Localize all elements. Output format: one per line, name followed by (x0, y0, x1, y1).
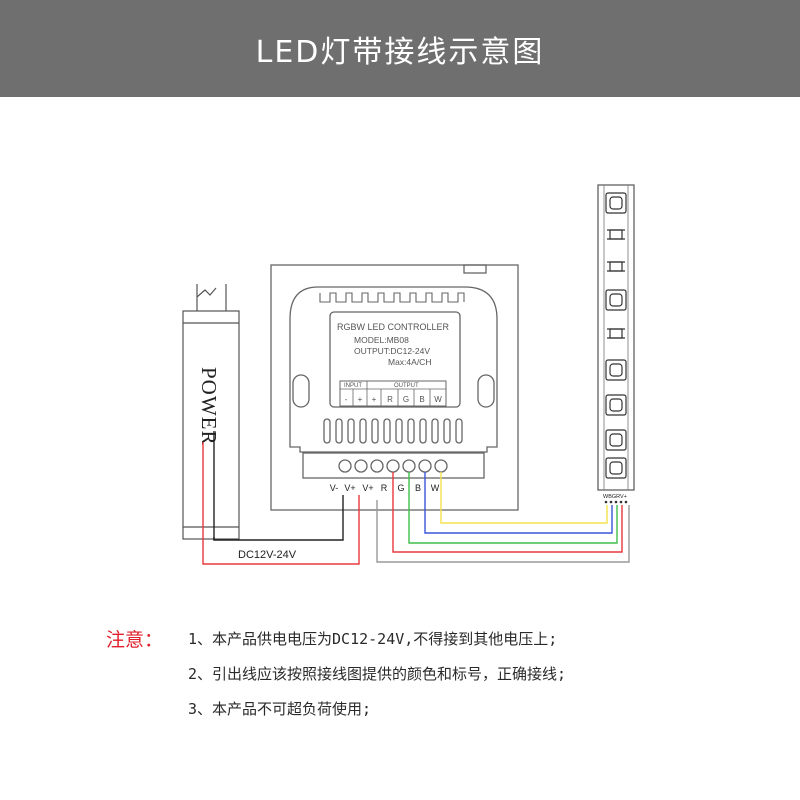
terminal-label: V+ (362, 483, 373, 493)
wires (202, 431, 630, 565)
header-bar: LED灯带接线示意图 (0, 0, 800, 97)
power-label: POWER (197, 367, 221, 446)
wire-yellow (440, 472, 608, 524)
strip-pads (604, 500, 628, 504)
port-label: G (403, 395, 409, 404)
terminal-label: V+ (344, 483, 355, 493)
port-label: + (372, 395, 377, 404)
terminal-label: V- (330, 483, 339, 493)
wire-red (392, 472, 623, 553)
port-label: B (419, 395, 424, 404)
wire-v-plus-path (202, 442, 360, 565)
note-item: 3、本产品不可超负荷使用; (188, 700, 372, 718)
controller-model: MODEL:MB08 (354, 335, 409, 345)
note-item: 2、引出线应该按照接线图提供的颜色和标号，正确接线; (188, 665, 567, 683)
notes-section: 注意： 1、本产品供电电压为DC12-24V,不得接到其他电压上; 2、引出线应… (0, 616, 800, 800)
port-label: W (434, 395, 442, 404)
output-label: OUTPUT (394, 383, 419, 389)
wiring-diagram: POWER (0, 97, 800, 617)
controller-max: Max:4A/CH (388, 357, 431, 367)
page-title: LED灯带接线示意图 (255, 34, 545, 70)
terminal-label: W (431, 483, 440, 493)
wire-voltage-label: DC12V-24V (238, 549, 297, 561)
terminal-label: G (397, 483, 404, 493)
controller-title: RGBW LED CONTROLLER (337, 322, 450, 332)
power-adapter (182, 284, 240, 540)
wire-blue (424, 472, 613, 534)
wiring-diagram-svg: POWER (182, 184, 635, 565)
port-label: - (345, 395, 348, 404)
wire-green (408, 472, 618, 544)
strip-terminal-label: WBGRV+ (603, 494, 627, 500)
notes-label: 注意： (106, 629, 164, 651)
terminal-label: R (381, 483, 388, 493)
wire-gray (376, 500, 630, 563)
controller-panel (270, 264, 519, 511)
controller-output: OUTPUT:DC12-24V (354, 346, 430, 356)
terminal-label: B (415, 483, 421, 493)
port-labels: - + + R G B W (345, 395, 443, 404)
port-label: + (358, 395, 363, 404)
port-label: R (387, 395, 393, 404)
input-label: INPUT (344, 383, 362, 389)
wire-v-minus-path (213, 431, 344, 541)
note-item: 1、本产品供电电压为DC12-24V,不得接到其他电压上; (188, 630, 558, 648)
terminal-labels: V- V+ V+ R G B W (330, 483, 440, 493)
led-strip (597, 184, 635, 491)
